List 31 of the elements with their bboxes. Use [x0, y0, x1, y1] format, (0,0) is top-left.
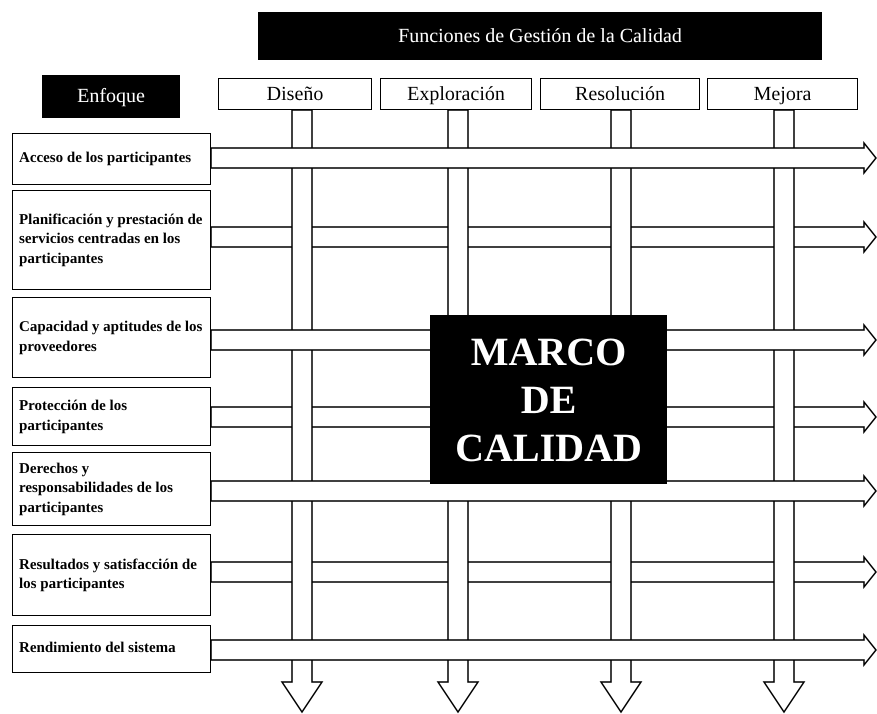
row-header-box — [12, 625, 211, 673]
row-header-text: Protección de los participantes — [19, 397, 128, 436]
column-header-box — [707, 78, 858, 110]
column-header-text: Resolución — [575, 82, 665, 106]
heading-box — [42, 75, 180, 118]
column-header-box — [380, 78, 532, 110]
heading-text: Enfoque — [77, 85, 145, 108]
title-text: Funciones de Gestión de la Calidad — [398, 24, 682, 48]
row-header-text: Rendimiento del sistema — [19, 639, 176, 658]
row-header-box — [12, 452, 211, 526]
row-header-text: Capacidad y aptitudes de los proveedores — [19, 318, 204, 356]
column-header-text: Diseño — [266, 82, 324, 106]
row-header-box — [12, 133, 211, 185]
row-header-box — [12, 534, 211, 616]
column-header-text: Exploración — [407, 82, 505, 106]
block-arrow — [210, 632, 877, 668]
row-header-text: Resultados y satisfacción de los participantes — [19, 556, 198, 594]
column-header-box — [540, 78, 700, 110]
row-header-box — [12, 190, 211, 290]
row-header-text: Planificación y prestación de servicios centradas en los participantes — [19, 210, 204, 269]
column-header-box — [218, 78, 372, 110]
row-header-box — [12, 387, 211, 446]
center-label-text: MARCO DE CALIDAD — [454, 328, 643, 472]
block-arrow — [210, 140, 877, 176]
center-label-box — [430, 315, 667, 484]
row-header-text: Derechos y responsabilidades de los participantes — [19, 460, 174, 518]
row-header-box — [12, 297, 211, 378]
block-arrow — [210, 474, 877, 508]
title-banner — [258, 12, 822, 60]
column-header-text: Mejora — [754, 82, 812, 106]
row-header-text: Acceso de los participantes — [19, 149, 192, 168]
